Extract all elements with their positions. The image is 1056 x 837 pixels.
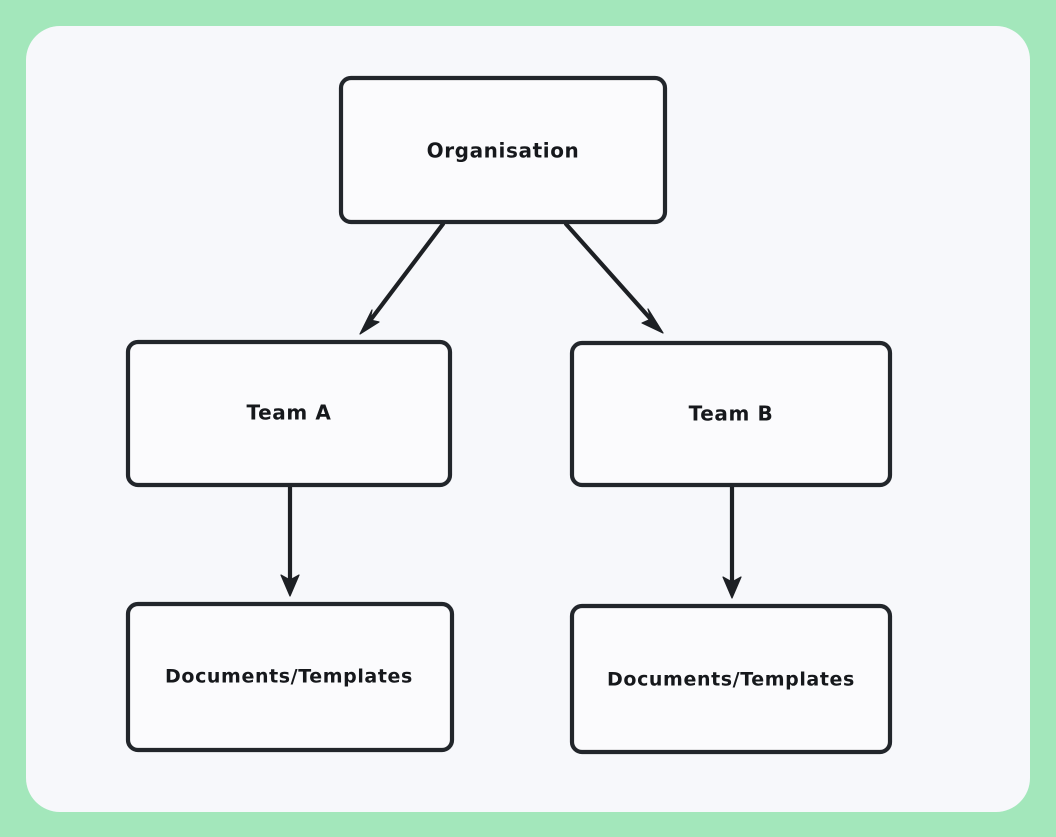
node-team-a-box[interactable]	[125, 339, 453, 488]
node-team-a[interactable]: Team A	[125, 339, 453, 488]
node-organisation-box[interactable]	[338, 75, 668, 225]
node-documents-templates-b-box[interactable]	[569, 603, 893, 755]
node-team-a-label: Team A	[247, 401, 332, 425]
node-documents-templates-b-label: Documents/Templates	[607, 669, 855, 691]
node-organisation[interactable]: Organisation	[338, 75, 668, 225]
edge-team-b-to-documents-b	[722, 484, 742, 599]
node-team-b[interactable]: Team B	[569, 340, 893, 488]
node-documents-templates-a-box[interactable]	[125, 601, 455, 753]
node-team-b-label: Team B	[689, 402, 774, 426]
edge-organisation-to-team-b	[563, 221, 664, 334]
node-organisation-label: Organisation	[427, 139, 580, 163]
edge-team-a-to-documents-a	[280, 484, 300, 597]
node-documents-templates-a-label: Documents/Templates	[165, 666, 413, 688]
node-documents-templates-a[interactable]: Documents/Templates	[125, 601, 455, 753]
node-team-b-box[interactable]	[569, 340, 893, 488]
node-documents-templates-b[interactable]: Documents/Templates	[569, 603, 893, 755]
edge-organisation-to-team-a	[359, 221, 446, 335]
